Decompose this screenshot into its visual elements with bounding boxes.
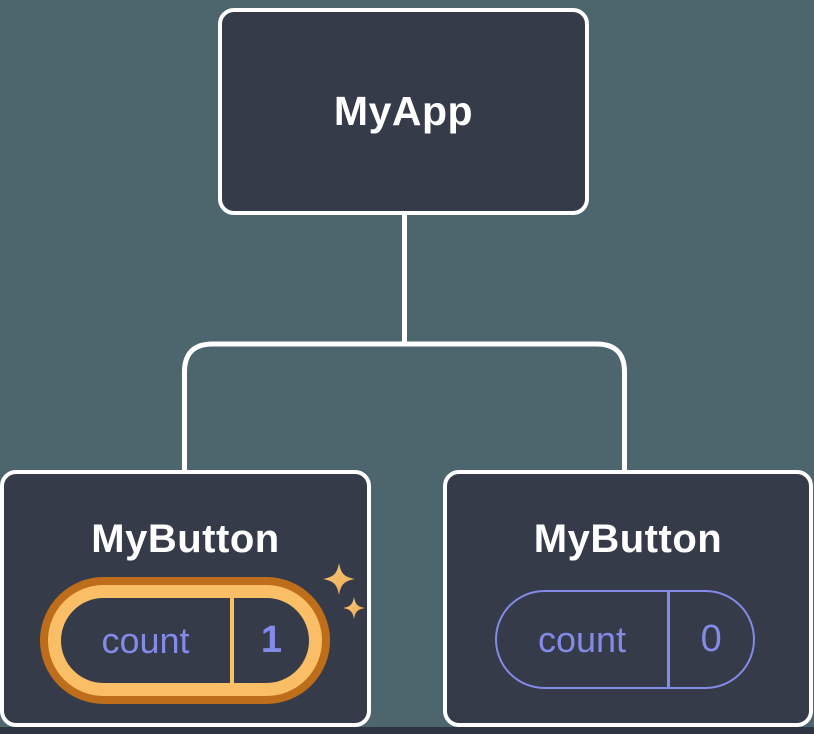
state-value-cell: 1 — [234, 598, 309, 683]
sparkle-star-large — [323, 563, 355, 595]
child-node-label: MyButton — [533, 517, 723, 561]
tree-node-mybutton-plain: MyButton count 0 — [443, 470, 813, 727]
page-edge-strip — [0, 727, 814, 734]
tree-node-mybutton-highlighted: MyButton count 1 — [0, 470, 371, 727]
state-value-cell: 0 — [670, 592, 754, 687]
state-value-label: 0 — [700, 618, 722, 660]
root-node-label: MyApp — [333, 88, 474, 134]
tree-node-root: MyApp — [218, 8, 589, 215]
child-node-label: MyButton — [91, 517, 280, 561]
state-name-label: count — [537, 618, 627, 660]
state-name-label: count — [101, 619, 190, 661]
state-pill-inner: count 1 — [48, 585, 322, 696]
state-name-cell: count — [497, 592, 667, 687]
state-pill-plain: count 0 — [495, 590, 755, 689]
sparkle-icon — [323, 563, 365, 619]
children-bracket-line — [182, 341, 627, 474]
pill-divider — [230, 598, 234, 683]
pill-divider — [667, 592, 670, 687]
sparkle-star-small — [343, 597, 365, 619]
state-value-label: 1 — [260, 619, 283, 661]
state-pill-highlighted: count 1 — [40, 577, 330, 704]
state-name-cell: count — [61, 598, 230, 683]
